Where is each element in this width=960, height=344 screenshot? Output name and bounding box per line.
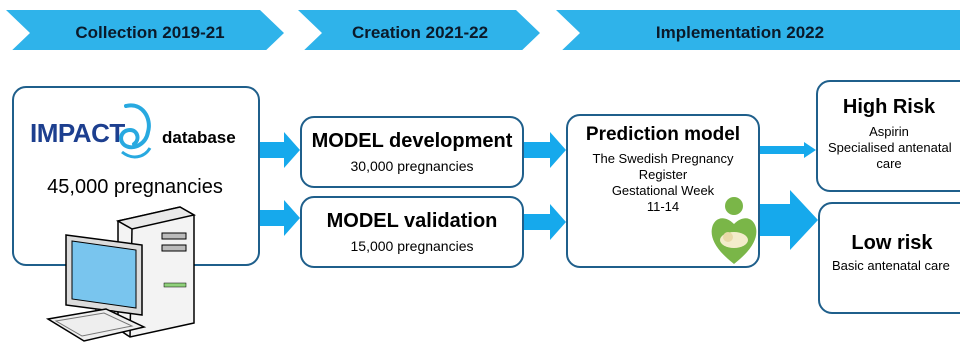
phase-banner <box>6 10 960 50</box>
phase-label-creation: Creation 2021-22 <box>351 23 489 42</box>
validation-box <box>300 196 524 268</box>
chevron-creation <box>298 10 540 50</box>
computer-icon <box>45 206 197 342</box>
high-risk-line: Aspirin <box>869 124 909 139</box>
arrow-to-high-risk <box>760 142 816 158</box>
validation-count: 15,000 pregnancies <box>350 238 474 254</box>
low-risk-title: Low risk <box>851 232 933 254</box>
prediction-line: 11-14 <box>646 199 680 214</box>
phase-label-implementation: Implementation 2022 <box>655 23 825 42</box>
high-risk-line: Specialised antenatal <box>828 140 952 155</box>
validation-title: MODEL validation <box>326 210 498 232</box>
arrow-to-validation <box>260 200 300 236</box>
phase-label-collection: Collection 2019-21 <box>75 23 225 42</box>
prediction-line: Gestational Week <box>611 183 715 198</box>
arrows-database-to-models <box>260 132 300 236</box>
development-count: 30,000 pregnancies <box>350 158 474 174</box>
database-count: 45,000 pregnancies <box>47 176 223 198</box>
prediction-details: The Swedish Pregnancy Register Gestation… <box>566 151 760 215</box>
high-risk-details: Aspirin Specialised antenatal care <box>818 124 960 172</box>
database-label: database <box>162 128 236 147</box>
impact-logo-text: IMPACT <box>30 118 125 148</box>
prediction-line: The Swedish Pregnancy <box>592 151 734 166</box>
arrow-validation-to-prediction <box>524 204 566 240</box>
low-risk-box <box>818 202 960 314</box>
arrow-to-development <box>260 132 300 168</box>
arrows-models-to-prediction <box>524 132 566 240</box>
high-risk-box <box>816 80 960 192</box>
low-risk-line: Basic antenatal care <box>832 258 950 273</box>
prediction-line: Register <box>638 167 688 182</box>
arrows-prediction-to-risk <box>760 142 818 250</box>
development-box <box>300 116 524 188</box>
arrow-to-low-risk <box>760 190 818 250</box>
chevron-implementation <box>556 10 960 50</box>
arrow-development-to-prediction <box>524 132 566 168</box>
high-risk-title: High Risk <box>842 96 936 118</box>
impact-logo-icon <box>119 103 152 159</box>
chevron-collection <box>6 10 284 50</box>
heart-pregnancy-icon <box>711 197 757 264</box>
prediction-title: Prediction model <box>585 124 741 145</box>
development-title: MODEL development <box>311 130 513 152</box>
high-risk-line: care <box>876 156 902 171</box>
